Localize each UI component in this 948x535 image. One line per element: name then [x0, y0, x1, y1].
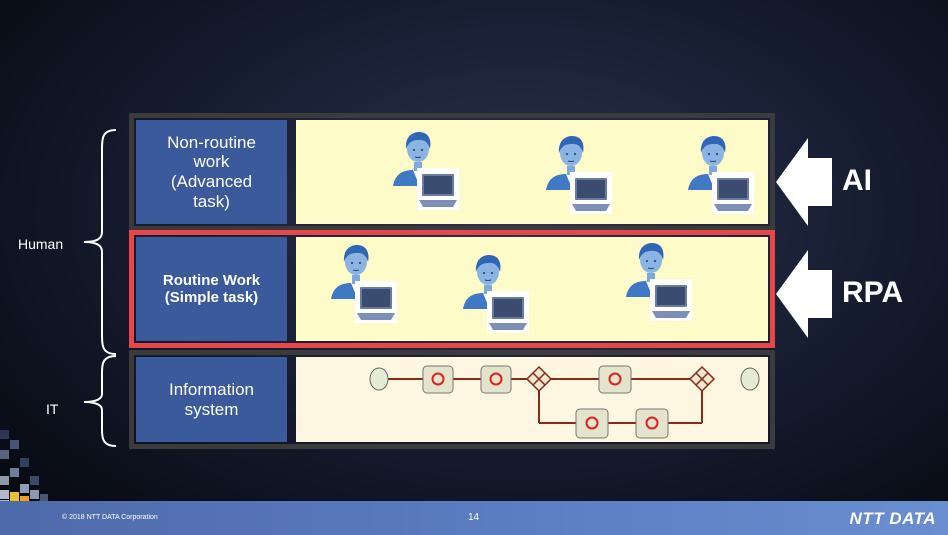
flow-start-node: [369, 367, 389, 391]
flow-end-node: [740, 367, 760, 391]
it-bracket-icon: [83, 355, 117, 447]
flow-task-box: [575, 408, 609, 439]
page-number: 14: [468, 512, 480, 523]
routine-tier-label: Routine Work (Simple task): [136, 237, 287, 341]
human-group-label: Human: [18, 236, 64, 252]
it-tier-label: Information system: [136, 357, 287, 442]
advanced-tier-frame: [129, 113, 775, 231]
flow-task-box: [635, 408, 669, 439]
ntt-data-logo: NTT DATA: [849, 509, 936, 528]
rpa-arrow-icon: [776, 250, 832, 338]
advanced-tier-label: Non-routine work (Advanced task): [136, 120, 287, 224]
routine-tier-content: [296, 237, 768, 341]
human-bracket-icon: [83, 129, 117, 355]
advanced-tier-content: [296, 120, 768, 224]
footer-bar: © 2018 NTT DATA Corporation 14 NTT DATA: [0, 501, 948, 535]
copyright-text: © 2018 NTT DATA Corporation: [62, 514, 158, 521]
it-tier-content: [296, 357, 768, 442]
flow-task-box: [480, 365, 512, 394]
advanced-workers: [392, 131, 755, 215]
it-group-label: IT: [46, 401, 59, 417]
flow-gateway: [525, 365, 553, 393]
ai-arrow-icon: [776, 138, 832, 226]
it-tier-frame: [129, 350, 775, 449]
routine-tier-frame: [129, 230, 775, 348]
flow-gateway: [688, 365, 716, 393]
ai-label: AI: [842, 164, 872, 197]
routine-workers: [330, 242, 693, 334]
rpa-label: RPA: [842, 276, 904, 309]
flow-task-box: [422, 365, 454, 394]
flow-task-box: [598, 365, 632, 394]
process-flow-diagram: [369, 365, 760, 439]
